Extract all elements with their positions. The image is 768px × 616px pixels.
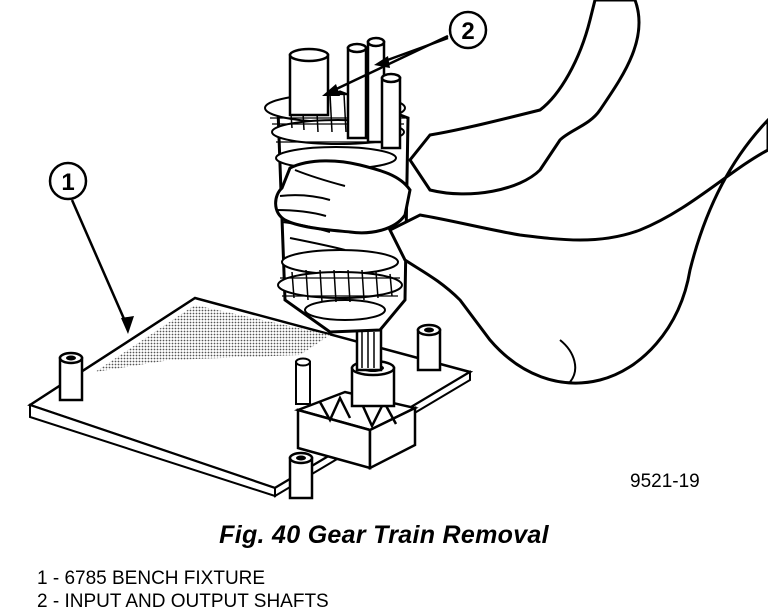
legend: 1 - 6785 BENCH FIXTURE 2 - INPUT AND OUT…: [37, 567, 329, 613]
fixture-post: [288, 451, 314, 500]
legend-item-2: 2 - INPUT AND OUTPUT SHAFTS: [37, 591, 329, 612]
fixture-post: [58, 351, 84, 402]
fixture-post: [295, 357, 311, 405]
figure-id: 9521-19: [630, 471, 700, 492]
technician-arms: [274, 0, 768, 385]
callout-1-number: 1: [61, 169, 74, 196]
illustration: 1 2 9521-19: [27, 0, 768, 500]
fixture-post: [416, 323, 442, 372]
figure-caption: Fig. 40 Gear Train Removal: [219, 521, 549, 549]
bench-fixture: [27, 296, 474, 500]
callout-2: 2: [322, 10, 488, 96]
callout-2-number: 2: [461, 18, 474, 45]
callout-1: 1: [48, 161, 134, 334]
legend-item-1: 1 - 6785 BENCH FIXTURE: [37, 568, 266, 589]
